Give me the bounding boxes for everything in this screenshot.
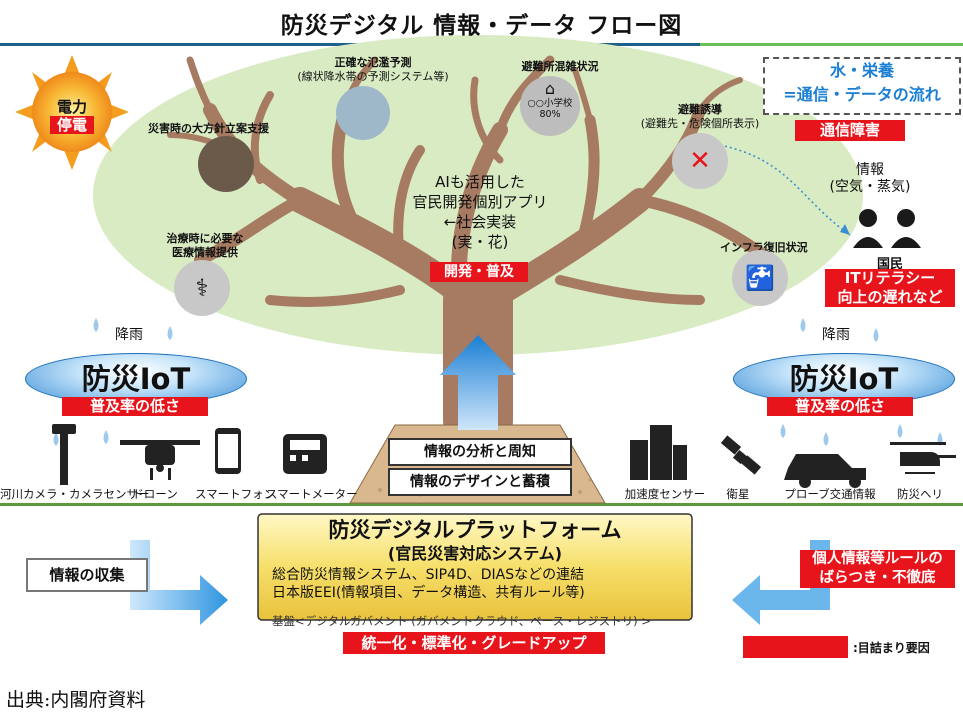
- legend-label: :目詰まり要因: [853, 641, 930, 655]
- satellite-icon: [720, 435, 762, 475]
- soil-box-analysis: 情報の分析と周知: [388, 438, 572, 466]
- iot-right-tag: 普及率の低さ: [767, 397, 913, 416]
- faucet-icon: 🚰: [745, 264, 775, 292]
- device-label-accelerometer: 加速度センサー: [624, 487, 706, 501]
- page-title: 防災デジタル 情報・データ フロー図: [280, 13, 683, 39]
- source-note: 出典:内閣府資料: [6, 689, 146, 711]
- device-label-smart-meter: スマートメーター: [266, 487, 358, 501]
- water-nutrition-box: 水・栄養 =通信・データの流れ: [763, 57, 961, 115]
- citizens-icon: [853, 209, 921, 248]
- personal-info-tag: 個人情報等ルールの ばらつき・不徹底: [800, 550, 955, 588]
- legend-swatch: [743, 636, 848, 658]
- infra-node: 🚰: [732, 250, 788, 306]
- medical-node: ⚕: [174, 260, 230, 316]
- collect-label-box: 情報の収集: [26, 558, 148, 592]
- collect-arrow-right: [732, 540, 830, 625]
- map-phone-icon: ✕: [689, 146, 711, 176]
- policy-photo: [198, 136, 254, 192]
- rain-label-right: 降雨: [822, 327, 850, 343]
- info-flow-dots: [719, 144, 851, 236]
- platform-subtitle: (官民災害対応システム): [387, 544, 563, 563]
- stretcher-icon: ⚕: [195, 274, 209, 302]
- platform-box: [257, 513, 693, 621]
- helicopter-icon: [890, 442, 956, 474]
- it-literacy-tag: ITリテラシー 向上の遅れなど: [825, 269, 955, 307]
- device-label-drone: ドローン: [132, 487, 178, 501]
- medical-node-label: 治療時に必要な 医療情報提供: [166, 232, 244, 259]
- school-icon: ⌂: [544, 79, 556, 98]
- policy-node-label: 災害時の大方針立案支援: [148, 122, 269, 135]
- info-air-label: 情報 (空気・蒸気): [829, 162, 911, 195]
- tree-center-text: AIも活用した 官民開発個別アプリ ←社会実装 (実・花): [412, 173, 548, 251]
- evac-node: ✕: [672, 133, 728, 189]
- collect-arrow-left: [130, 540, 228, 625]
- infra-node-label: インフラ復旧状況: [720, 241, 808, 254]
- raindrops: [53, 318, 943, 446]
- ground-line: [0, 503, 963, 506]
- comm-fault-tag: 通信障害: [795, 120, 905, 141]
- citizen-label: 国民: [876, 257, 903, 272]
- rain-label-left: 降雨: [115, 327, 143, 343]
- soil-box-design: 情報のデザインと蓄積: [388, 468, 572, 496]
- smartphone-icon: [215, 428, 241, 474]
- drone-icon: [120, 440, 200, 480]
- evac-node-label: 避難誘導 (避難先・危険個所表示): [640, 103, 760, 130]
- flood-photo: [336, 86, 390, 140]
- platform-line1: 総合防災情報システム、SIP4D、DIASなどの連結: [272, 567, 585, 583]
- device-label-smartphone: スマートフォン: [195, 487, 276, 501]
- power-label: 電力 停電: [50, 98, 94, 134]
- power-outage-tag: 停電: [50, 116, 94, 134]
- dev-spread-tag: 開発・普及: [430, 262, 528, 282]
- platform-base: 基盤<デジタルガバメント (ガバメントクラウド、ベース・レジストリ) >: [272, 614, 651, 628]
- device-label-disaster-heli: 防災ヘリ: [897, 487, 943, 501]
- power-text: 電力: [56, 98, 87, 116]
- accelerometer-building-icon: [630, 425, 687, 480]
- shelter-node: ⌂ ○○小学校 80%: [520, 76, 580, 136]
- unify-standardize-tag: 統一化・標準化・グレードアップ: [343, 632, 605, 654]
- iot-left-tag: 普及率の低さ: [62, 397, 208, 416]
- river-camera-icon: [52, 424, 76, 485]
- flood-node-label: 正確な氾濫予測 (線状降水帯の予測システム等): [297, 56, 449, 83]
- car-icon: [784, 454, 866, 488]
- device-label-satellite: 衛星: [726, 487, 750, 501]
- up-arrow: [440, 335, 516, 430]
- iot-left: 防災IoT: [25, 353, 247, 405]
- platform-title: 防災デジタルプラットフォーム: [328, 518, 622, 542]
- iot-right: 防災IoT: [733, 353, 955, 405]
- device-label-probe-traffic: プローブ交通情報: [784, 487, 876, 501]
- device-label-river-camera: 河川カメラ・カメラセンサー: [0, 487, 150, 501]
- shelter-node-label: 避難所混雑状況: [521, 60, 599, 73]
- smart-meter-icon: [283, 434, 327, 474]
- platform-line2: 日本版EEI(情報項目、データ構造、共有ルール等): [272, 585, 585, 601]
